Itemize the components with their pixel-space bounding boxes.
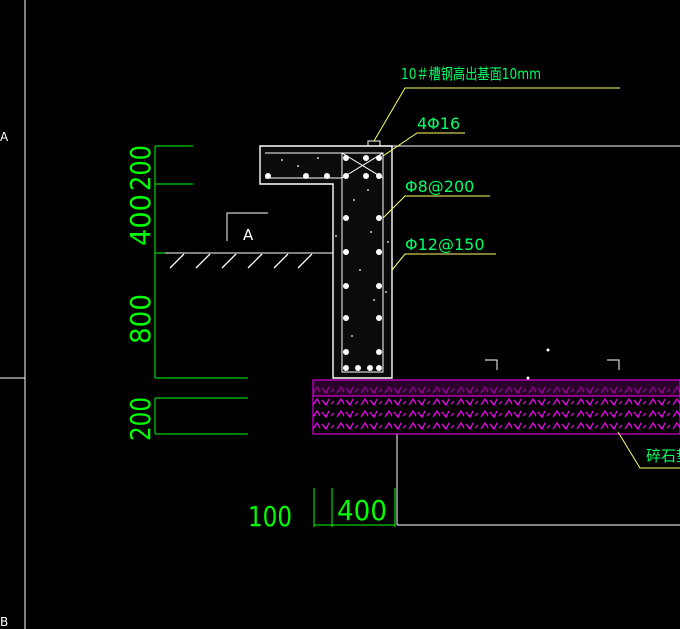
label-top-rebar: 4Φ16 — [417, 114, 460, 133]
label-gravel-cushion: 碎石垫 — [646, 447, 680, 465]
section-marker-label: A — [243, 226, 254, 244]
grid-axis: A B — [0, 0, 26, 629]
dim-400: 400 — [124, 194, 157, 246]
dim-200: 200 — [124, 145, 157, 191]
section-marker: A — [226, 212, 268, 244]
slab-outline — [392, 145, 680, 526]
dim-100: 100 — [248, 500, 292, 533]
vertical-dimensions — [154, 145, 248, 435]
horizontal-dimensions — [313, 488, 396, 527]
leader-lines — [373, 87, 680, 469]
grid-label-a: A — [0, 130, 9, 144]
ground-line — [155, 252, 333, 269]
vertical-dimension-text: 200 400 800 200 — [124, 145, 157, 441]
grid-label-b: B — [0, 615, 8, 629]
dim-400-h: 400 — [337, 494, 387, 527]
dim-200-base: 200 — [124, 397, 157, 441]
gravel-cushion — [312, 379, 680, 435]
annotation-labels: 10＃槽钢高出基面10mm 4Φ16 Φ8@200 Φ12@150 碎石垫 — [401, 65, 680, 465]
label-vertical-rebar: Φ12@150 — [405, 235, 485, 254]
retaining-wall-section — [259, 140, 393, 379]
label-channel-steel: 10＃槽钢高出基面10mm — [401, 65, 541, 83]
dim-800: 800 — [124, 294, 157, 344]
horizontal-dimension-text: 100 400 — [248, 494, 387, 533]
label-stirrup: Φ8@200 — [405, 177, 474, 196]
